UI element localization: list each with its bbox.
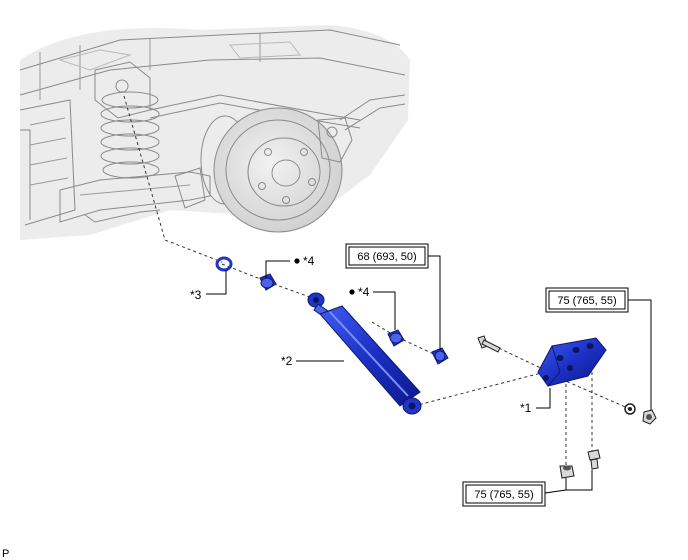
bracket-lower-bolt: [587, 449, 601, 470]
svg-text:68 (693, 50): 68 (693, 50): [357, 251, 416, 263]
illustration-code: P: [2, 548, 9, 560]
torque-box-upper-nut: 68 (693, 50): [345, 243, 429, 269]
callout-washer: *3: [190, 288, 202, 302]
bracket-lower-nut: [559, 465, 575, 479]
lower-cushion-part: [387, 329, 405, 347]
torque-box-bracket-bolts: 75 (765, 55): [462, 481, 546, 507]
vehicle-underbody-illustration: [19, 25, 410, 240]
svg-text:75 (765, 55): 75 (765, 55): [557, 295, 616, 307]
brake-disc: [213, 107, 343, 233]
bracket-nut: [642, 409, 657, 425]
bullet-dot-icon: [349, 289, 355, 295]
upper-nut-part: [431, 347, 449, 365]
callout-upper-cushion: *4: [303, 254, 315, 268]
bracket-through-bolt: [477, 335, 501, 353]
leader-lines: [206, 255, 652, 494]
bracket-washer: [624, 403, 636, 415]
torque-box-bracket-nut: 75 (765, 55): [545, 287, 629, 313]
bullet-dot-icon: [294, 258, 300, 264]
bracket-part: [537, 337, 607, 387]
svg-text:75 (765, 55): 75 (765, 55): [474, 489, 533, 501]
callout-bracket: *1: [520, 401, 532, 415]
coil-spring: [100, 91, 160, 179]
callout-shock-absorber: *2: [281, 354, 293, 368]
shock-absorber-part: [307, 292, 422, 415]
callout-lower-cushion: *4: [358, 285, 370, 299]
upper-cushion-part: [259, 273, 277, 291]
washer-part: [215, 256, 233, 272]
